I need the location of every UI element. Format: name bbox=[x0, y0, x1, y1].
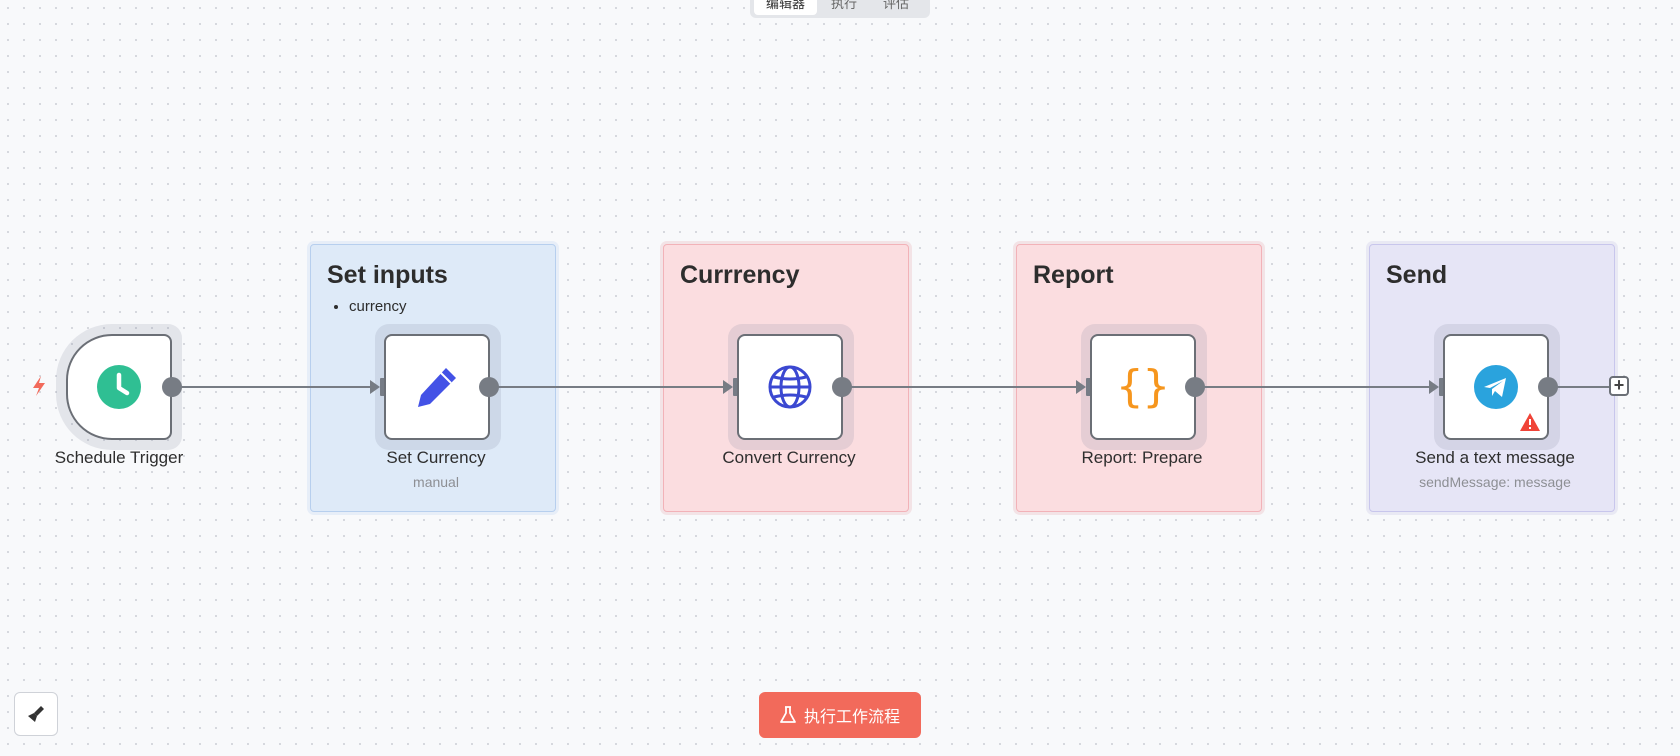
output-handle[interactable] bbox=[162, 377, 182, 397]
output-handle[interactable] bbox=[1538, 377, 1558, 397]
node-label: Report: Prepare bbox=[1081, 448, 1203, 467]
output-handle[interactable] bbox=[479, 377, 499, 397]
clear-execution-button[interactable] bbox=[14, 692, 58, 736]
output-handle[interactable] bbox=[832, 377, 852, 397]
arrow-head bbox=[370, 380, 380, 394]
node-label: Send a text message bbox=[1415, 448, 1575, 467]
sticky-note-set-inputs[interactable]: Set inputs currency bbox=[310, 244, 556, 512]
node-set-currency[interactable] bbox=[384, 334, 490, 440]
sticky-bullet-list: currency bbox=[327, 298, 539, 315]
broom-icon bbox=[28, 706, 44, 722]
tab-evaluations[interactable]: 评估 bbox=[883, 0, 910, 11]
input-handle[interactable] bbox=[1086, 378, 1093, 396]
arrow-head bbox=[1076, 380, 1086, 394]
pencil-icon bbox=[418, 368, 456, 407]
add-node-button[interactable]: + bbox=[1609, 376, 1629, 396]
input-handle[interactable] bbox=[380, 378, 387, 396]
telegram-icon bbox=[1474, 365, 1518, 409]
connection-wire[interactable] bbox=[489, 386, 728, 388]
code-braces-icon: {} bbox=[1116, 361, 1170, 412]
warning-icon[interactable] bbox=[1519, 412, 1541, 432]
flask-icon bbox=[780, 706, 796, 723]
view-tabs: 编辑器 执行 评估 bbox=[750, 0, 930, 18]
output-handle[interactable] bbox=[1185, 377, 1205, 397]
arrow-head bbox=[1429, 380, 1439, 394]
input-handle[interactable] bbox=[733, 378, 740, 396]
run-workflow-button[interactable]: 执行工作流程 bbox=[759, 692, 921, 738]
sticky-title: Currrency bbox=[680, 261, 800, 289]
tab-executions[interactable]: 执行 bbox=[831, 0, 858, 11]
connection-wire[interactable] bbox=[1195, 386, 1434, 388]
node-label: Schedule Trigger bbox=[54, 448, 184, 467]
tab-editor[interactable]: 编辑器 bbox=[754, 0, 818, 15]
clock-icon bbox=[97, 365, 141, 409]
connection-wire bbox=[1548, 386, 1609, 388]
sticky-title: Send bbox=[1386, 261, 1448, 289]
node-label: Set Currency bbox=[386, 448, 486, 467]
connection-wire[interactable] bbox=[842, 386, 1081, 388]
sticky-note-currency[interactable]: Currrency bbox=[663, 244, 909, 512]
sticky-title: Set inputs bbox=[327, 261, 448, 289]
arrow-head bbox=[723, 380, 733, 394]
lightning-bolt-icon bbox=[33, 376, 45, 396]
globe-icon bbox=[768, 365, 812, 409]
connection-wire[interactable] bbox=[172, 386, 376, 388]
node-subtitle: manual bbox=[413, 474, 459, 490]
sticky-title: Report bbox=[1033, 261, 1114, 289]
node-label: Convert Currency bbox=[722, 448, 856, 467]
node-convert-currency[interactable] bbox=[737, 334, 843, 440]
input-handle[interactable] bbox=[1439, 378, 1446, 396]
node-report-prepare[interactable]: {} bbox=[1090, 334, 1196, 440]
node-schedule-trigger[interactable] bbox=[66, 334, 172, 440]
sticky-bullet: currency bbox=[349, 298, 539, 315]
node-subtitle: sendMessage: message bbox=[1419, 474, 1571, 490]
run-workflow-label: 执行工作流程 bbox=[803, 709, 900, 726]
